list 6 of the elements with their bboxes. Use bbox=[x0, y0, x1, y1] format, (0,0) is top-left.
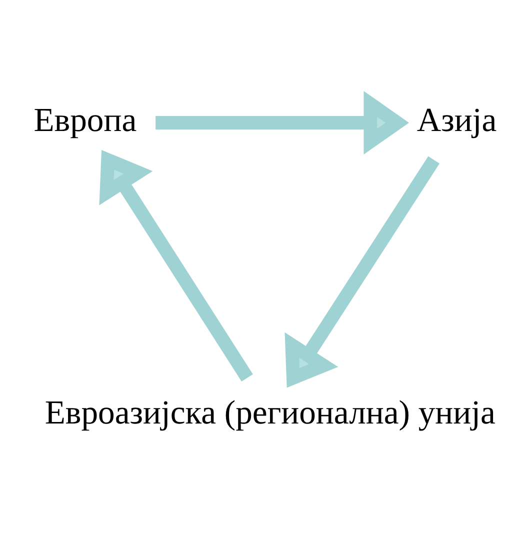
arrow bbox=[99, 150, 253, 382]
node-text: Евроазијска (регионална) унија bbox=[44, 394, 496, 432]
node-text: Европа bbox=[34, 102, 137, 140]
node-text: Азија bbox=[416, 102, 497, 140]
arrow bbox=[156, 90, 410, 154]
arrow bbox=[284, 156, 440, 388]
